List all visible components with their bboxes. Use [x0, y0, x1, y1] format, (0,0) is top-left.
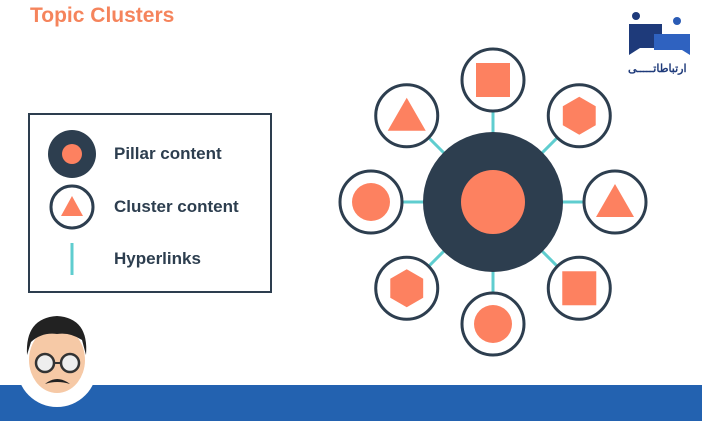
legend-icons	[48, 130, 96, 275]
cluster-node	[374, 83, 440, 149]
page-title: Topic Clusters	[30, 4, 175, 27]
cluster-node	[338, 169, 404, 235]
legend-pillar-label: Pillar content	[114, 144, 222, 163]
triangle-icon	[387, 97, 426, 131]
cluster-node	[546, 255, 612, 321]
cluster-node	[460, 291, 526, 357]
legend-hyperlinks-label: Hyperlinks	[114, 249, 201, 268]
cluster-node	[374, 255, 440, 321]
logo-text: ارتباطاتـــــی	[628, 63, 687, 75]
footer-bar	[0, 385, 702, 421]
hexagon-icon	[390, 269, 424, 308]
triangle-icon	[596, 184, 634, 217]
square-icon	[562, 271, 597, 306]
circle-icon	[352, 183, 390, 221]
legend-cluster-label: Cluster content	[114, 197, 239, 216]
square-icon	[476, 63, 510, 97]
legend: Pillar content Cluster content Hyperlink…	[28, 113, 272, 293]
hexagon-icon	[562, 96, 596, 135]
circle-icon	[474, 305, 512, 343]
cluster-node	[460, 47, 526, 113]
cluster-node	[546, 83, 612, 149]
cluster-node	[582, 169, 648, 235]
pillar-circle-icon	[461, 170, 525, 234]
